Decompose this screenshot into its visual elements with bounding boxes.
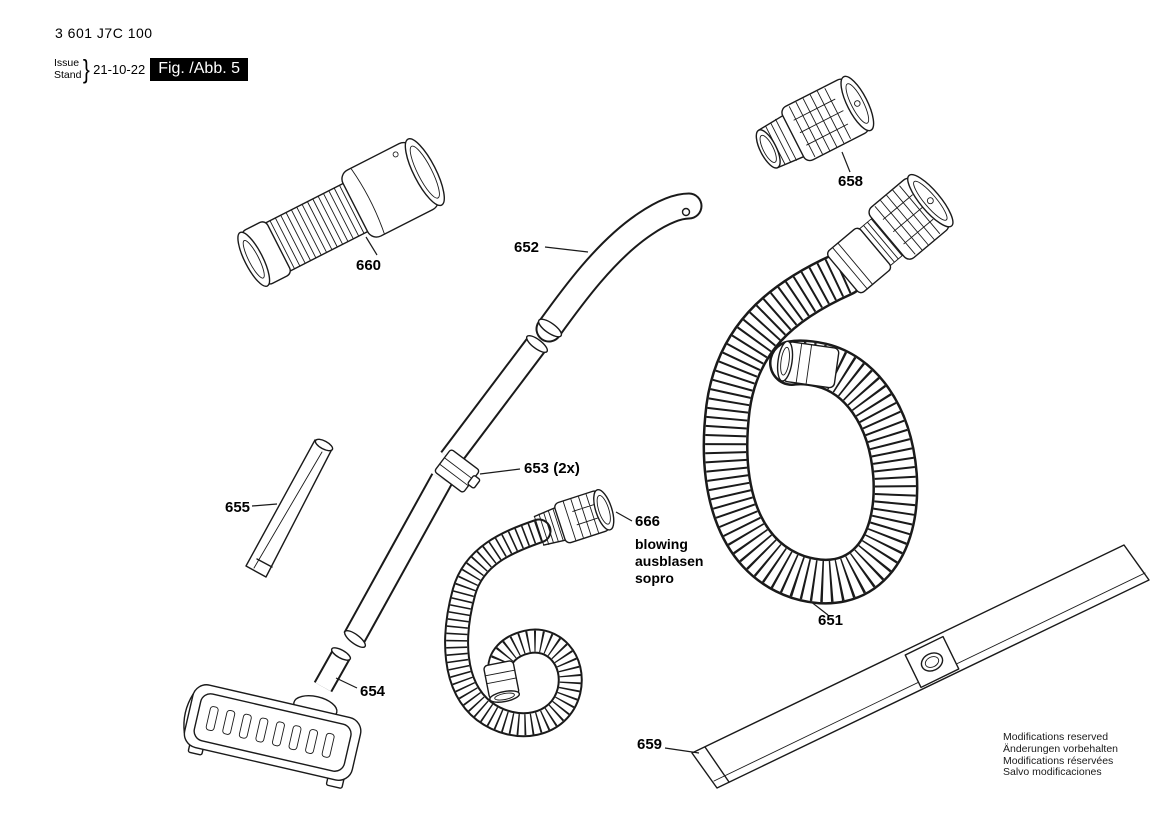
modifications-note: Modifications reserved Änderungen vorbeh… [1003,731,1119,779]
part-number-text: 3 601 J7C 100 [55,25,153,41]
hose-651-drawing [702,173,954,605]
part-655-drawing [245,438,334,578]
callout-666-sub-1: ausblasen [635,553,703,569]
leader-line-653 [479,468,521,475]
leader-line-660 [365,236,378,256]
bag-659-drawing [691,544,1150,789]
callout-652: 652 [514,239,539,256]
callout-666-sub-0: blowing [635,536,688,552]
issue-date: 21-10-22 [93,61,146,77]
hose-666-drawing [444,488,615,738]
clip-653-drawing [434,449,481,493]
issue-stand-labels: Issue Stand [54,57,81,81]
callout-666-sub-2: sopro [635,570,674,586]
figure-badge: Fig. /Abb. 5 [150,57,249,81]
leader-line-659 [664,747,700,754]
extension-tube-upper [440,334,549,467]
leader-line-651 [809,600,829,616]
stand-label: Stand [54,69,82,81]
callout-651: 651 [818,612,843,629]
footer-line-0: Modifications reserved [1003,731,1109,743]
leader-line-666 [615,511,633,522]
callout-659: 659 [637,736,662,753]
leader-line-652 [544,246,589,253]
callout-654: 654 [360,683,386,700]
callout-666: 666 [635,513,660,530]
callout-660: 660 [356,257,381,274]
issue-label: Issue [54,57,80,69]
footer-line-3: Salvo modificaciones [1003,766,1102,779]
part-658-drawing [755,75,875,169]
leader-line-655 [251,503,278,507]
extension-tube-lower [343,473,453,649]
callout-653: 653 (2x) [524,460,580,477]
leader-line-654 [335,677,358,689]
brace-glyph: } [83,54,91,84]
part-654-drawing [183,647,362,789]
part-652-drawing [535,192,703,343]
part-660-drawing [237,138,445,288]
issue-stand-block: Issue Stand } 21-10-22 Fig. /Abb. 5 [54,54,249,84]
footer-line-2: Modifications réservées [1003,754,1114,767]
footer-line-1: Änderungen vorbehalten [1003,742,1119,755]
callout-655: 655 [225,499,250,516]
leader-line-658 [841,151,851,173]
callout-658: 658 [838,173,863,190]
